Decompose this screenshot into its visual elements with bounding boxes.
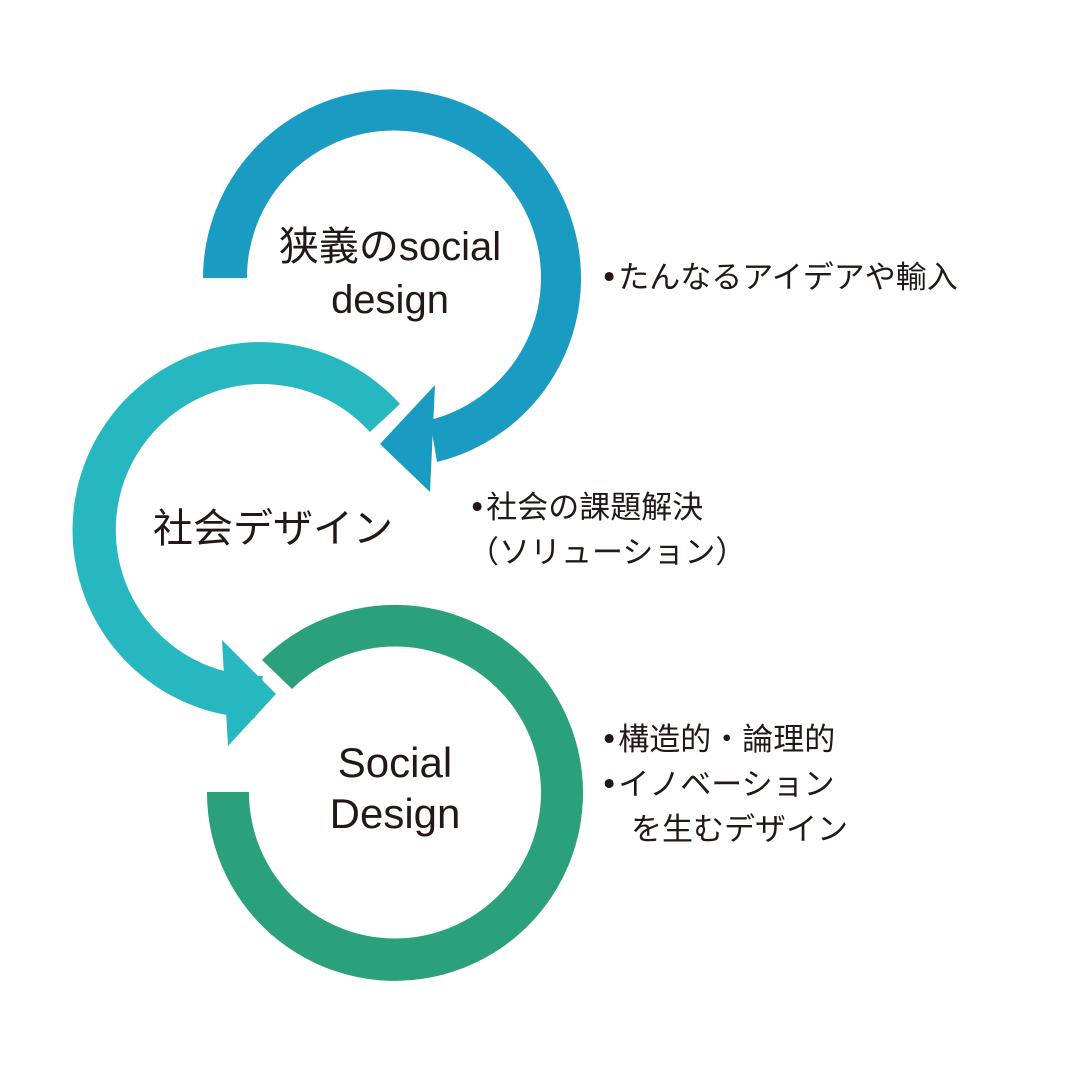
note-social-design: •構造的・論理的 •イノベーション を生むデザイン (600, 718, 848, 853)
note-line: •たんなるアイデアや輸入 (600, 260, 958, 296)
circle-label-line: Social (337, 739, 453, 786)
note-shakai-design: •社会の課題解決 （ソリューション） (468, 486, 746, 576)
note-line: •社会の課題解決 (468, 490, 704, 526)
circle-label-narrow-social-design: 狭義のsocial design (240, 221, 540, 327)
note-line: •イノベーション (600, 766, 835, 803)
circle-label-line: 狭義のsocial (278, 225, 502, 269)
note-line: （ソリューション） (468, 534, 747, 571)
circle-label-shakai-design: 社会デザイン (118, 505, 428, 553)
ring-middle-arrowhead (222, 640, 276, 746)
note-narrow-social-design: •たんなるアイデアや輸入 (600, 256, 958, 301)
circle-label-social-design: Social Design (245, 737, 545, 839)
note-line: を生むデザイン (600, 811, 848, 848)
note-line: •構造的・論理的 (600, 722, 836, 758)
ring-middle-arc (72, 342, 400, 718)
circle-label-line: 社会デザイン (153, 506, 393, 552)
circle-label-line: Design (329, 790, 461, 838)
circle-label-line: design (331, 277, 449, 322)
ring-top-arrowhead (380, 385, 435, 492)
